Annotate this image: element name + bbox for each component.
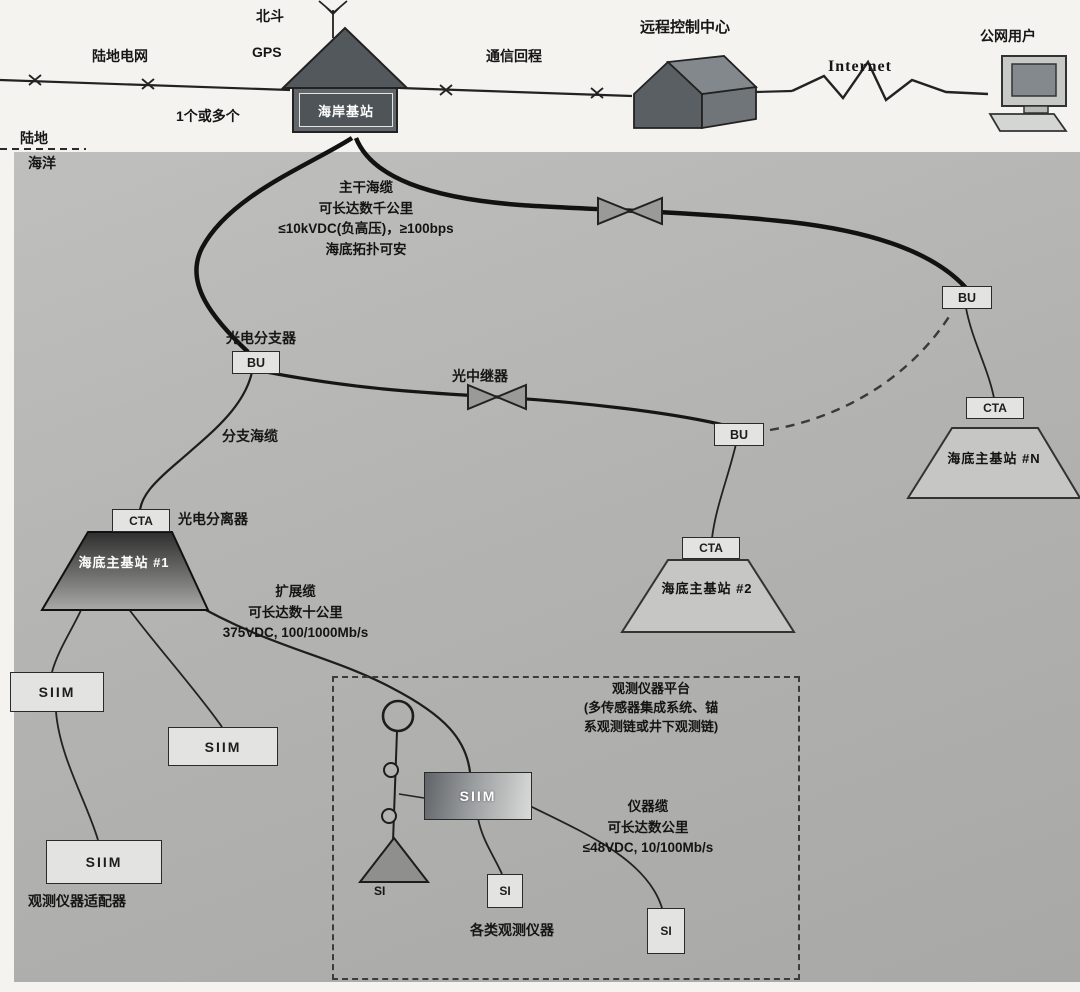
control-center-label: 远程控制中心 bbox=[640, 19, 731, 36]
backhaul-label: 通信回程 bbox=[486, 48, 542, 64]
bu-box-right: BU bbox=[942, 286, 992, 309]
bu-box-left: BU bbox=[232, 351, 280, 374]
branching-unit-label: 光电分支器 bbox=[226, 330, 296, 346]
cta-box-right: CTA bbox=[966, 397, 1024, 419]
beidou-label: 北斗 bbox=[256, 8, 284, 24]
branch-cable-label: 分支海缆 bbox=[222, 428, 278, 444]
computer-monitor bbox=[1001, 55, 1067, 107]
siim-box-2: SIIM bbox=[168, 727, 278, 766]
trunk-note-line2: 可长达数千公里 bbox=[318, 200, 414, 216]
adapter-label: 观测仪器适配器 bbox=[28, 893, 126, 909]
computer-screen bbox=[1011, 63, 1057, 97]
control-center-front bbox=[633, 60, 703, 129]
platform-note: 观测仪器平台 (多传感器集成系统、锚 系观测链或井下观测链) bbox=[542, 679, 760, 736]
stationN-label: 海底主基站 #N bbox=[947, 451, 1041, 466]
instrument-note-line3: ≤48VDC, 10/100Mb/s bbox=[582, 840, 714, 855]
extension-note-line1: 扩展缆 bbox=[275, 584, 316, 599]
optical-repeater-label: 光中继器 bbox=[452, 368, 508, 384]
extension-cable-note: 扩展缆 可长达数十公里 375VDC, 100/1000Mb/s bbox=[168, 582, 423, 644]
trunk-cable-note: 主干海缆 可长达数千公里 ≤10kVDC(负高压)，≥100bps 海底拓扑可安 bbox=[230, 178, 502, 260]
shore-station-roof bbox=[280, 26, 410, 89]
cta-box-mid: CTA bbox=[682, 537, 740, 559]
platform-dashed-box bbox=[332, 676, 800, 980]
cta-box-left: CTA bbox=[112, 509, 170, 532]
bu-box-mid: BU bbox=[714, 423, 764, 446]
si-box-1: SI bbox=[487, 874, 523, 908]
platform-note-line1: 观测仪器平台 bbox=[611, 681, 690, 696]
station2-label: 海底主基站 #2 bbox=[661, 581, 753, 596]
internet-label: Internet bbox=[828, 58, 892, 75]
sea-label: 海洋 bbox=[28, 155, 56, 171]
backhaul-line bbox=[399, 86, 633, 98]
power-grid-line bbox=[0, 78, 291, 92]
shore-station-label: 海岸基站 bbox=[299, 93, 393, 127]
instrument-note-line2: 可长达数公里 bbox=[607, 819, 689, 835]
power-grid-label: 陆地电网 bbox=[92, 48, 148, 64]
instrument-note-line1: 仪器缆 bbox=[627, 799, 669, 814]
public-users-label: 公网用户 bbox=[980, 28, 1036, 44]
trunk-note-line1: 主干海缆 bbox=[339, 180, 393, 195]
platform-note-line2: (多传感器集成系统、锚 bbox=[583, 700, 719, 715]
computer-stand bbox=[1023, 105, 1049, 114]
gps-antenna-icon bbox=[318, 0, 348, 38]
control-center-roof bbox=[665, 55, 758, 95]
land-label: 陆地 bbox=[20, 130, 48, 146]
si-box-2: SI bbox=[647, 908, 685, 954]
gps-label: GPS bbox=[252, 44, 282, 60]
internet-line bbox=[755, 89, 793, 94]
oe-separator-label: 光电分离器 bbox=[178, 511, 248, 527]
platform-note-line3: 系观测链或井下观测链) bbox=[583, 719, 719, 734]
computer-keyboard bbox=[988, 113, 1068, 132]
instrument-cable-note: 仪器缆 可长达数公里 ≤48VDC, 10/100Mb/s bbox=[548, 797, 748, 859]
instruments-label: 各类观测仪器 bbox=[470, 922, 554, 938]
anchor-si-label: SI bbox=[374, 884, 386, 898]
extension-note-line2: 可长达数十公里 bbox=[248, 604, 343, 620]
siim-box-3: SIIM bbox=[46, 840, 162, 884]
extension-note-line3: 375VDC, 100/1000Mb/s bbox=[222, 625, 369, 640]
trunk-note-line3: ≤10kVDC(负高压)，≥100bps bbox=[278, 221, 454, 236]
station1-label: 海底主基站 #1 bbox=[78, 555, 170, 570]
one-or-more-label: 1个或多个 bbox=[176, 108, 240, 124]
siim-box-1: SIIM bbox=[10, 672, 104, 712]
siim-box-platform: SIIM bbox=[424, 772, 532, 820]
trunk-note-line4: 海底拓扑可安 bbox=[325, 241, 407, 257]
control-center-side bbox=[701, 85, 757, 130]
